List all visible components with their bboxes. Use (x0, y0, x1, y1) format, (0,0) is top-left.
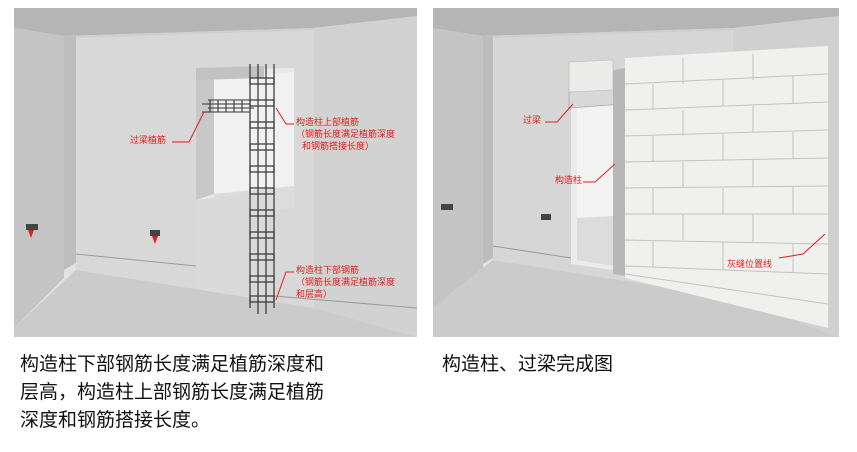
lower-rebar-title-label: 构造柱下部钢筋 (296, 266, 360, 276)
right-caption: 构造柱、过梁完成图 (442, 350, 842, 378)
lower-rebar-note2-label: 和层高） (296, 290, 333, 300)
completed-scene-panel: 过梁 构造柱 灰缝位置线 (433, 8, 839, 337)
column-label: 构造柱 (555, 176, 583, 186)
left-caption-line1: 构造柱下部钢筋长度满足植筋深度和 (20, 353, 325, 375)
upper-rebar-title-label: 构造柱上部植筋 (296, 118, 360, 128)
upper-rebar-note2-label: 和钢筋搭接长度） (302, 142, 375, 152)
left-caption-line2: 层高，构造柱上部钢筋长度满足植筋 (20, 381, 325, 403)
left-caption-line3: 深度和钢筋搭接长度。 (20, 409, 211, 431)
right-caption-text: 构造柱、过梁完成图 (442, 353, 614, 375)
completed-scene-illustration (433, 8, 839, 337)
mortar-line-label: 灰缝位置线 (727, 260, 773, 270)
rebar-scene-illustration (14, 8, 417, 337)
rebar-scene-panel: 过梁植筋 构造柱上部植筋 （钢筋长度满足植筋深度 和钢筋搭接长度） 构造柱下部钢… (14, 8, 417, 337)
left-caption: 构造柱下部钢筋长度满足植筋深度和 层高，构造柱上部钢筋长度满足植筋 深度和钢筋搭… (20, 350, 415, 434)
upper-rebar-note1-label: （钢筋长度满足植筋深度 (296, 130, 396, 140)
lower-rebar-note1-label: （钢筋长度满足植筋深度 (296, 278, 396, 288)
beam-rebar-label: 过梁植筋 (130, 136, 167, 146)
lintel-label: 过梁 (523, 116, 542, 126)
